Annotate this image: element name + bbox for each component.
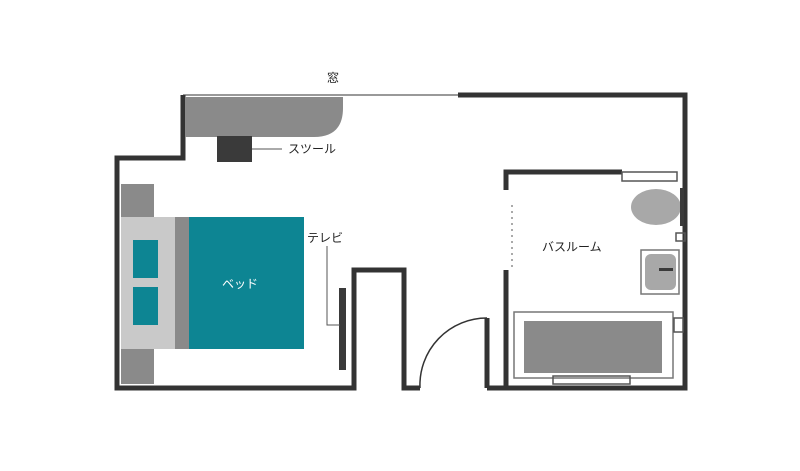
towel-bar [621,171,678,182]
tv-label: テレビ [307,231,343,245]
desk [185,97,343,137]
bathroom-wall [503,169,622,190]
bed-head [121,217,175,349]
tub-edge [552,375,631,385]
tv [339,288,346,370]
bed-label: ベッド [222,277,258,291]
toilet-tank [680,188,684,226]
walls [114,92,688,391]
bathroom-label: バスルーム [542,240,602,254]
door-swing [419,317,488,389]
pillow-bottom [133,287,158,325]
bed-frame [175,217,189,349]
pillow-top [133,240,158,278]
sink [645,254,676,290]
faucet [659,268,673,271]
outer-wall-left [114,95,420,391]
tv-leader [326,246,340,326]
toilet [631,189,681,225]
window-label: 窓 [327,70,339,85]
stool-label: スツール [288,142,336,156]
shower-bracket [673,317,684,333]
bath-tub-outline [513,311,674,379]
stool [217,136,252,162]
fixture-bracket [675,232,686,242]
bed [189,217,304,349]
sink-counter [640,249,680,295]
bath-tub [524,321,662,373]
